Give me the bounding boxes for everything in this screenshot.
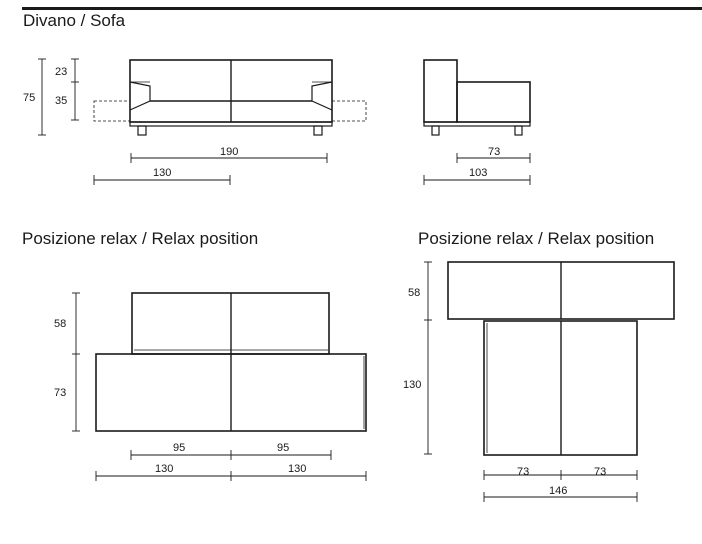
dim-130-front: 130 <box>153 167 171 179</box>
dim-35: 35 <box>55 95 67 107</box>
dim-23: 23 <box>55 66 67 78</box>
dim-95-a: 95 <box>173 442 185 454</box>
side-backrest <box>423 59 458 123</box>
dim-95-b: 95 <box>277 442 289 454</box>
side-seat <box>456 81 531 123</box>
sofa-side-view <box>423 59 531 136</box>
relax-position-left-view <box>95 292 367 432</box>
front-horizontal-dimensions <box>93 153 328 185</box>
dim-130-b: 130 <box>288 463 306 475</box>
relax-left-dimensions <box>72 292 367 481</box>
dim-103: 103 <box>469 167 487 179</box>
dim-130-a: 130 <box>155 463 173 475</box>
dim-73-a: 73 <box>517 466 529 478</box>
relax-position-right-view <box>447 261 675 456</box>
relax-right-dimensions <box>424 261 638 502</box>
dim-58-right: 58 <box>408 287 420 299</box>
dim-73-side: 73 <box>488 146 500 158</box>
relax-position-title-right: Posizione relax / Relax position <box>418 229 655 248</box>
extension-right-dashed <box>331 100 367 122</box>
relax-position-title-left: Posizione relax / Relax position <box>22 229 259 248</box>
sofa-front-view <box>93 59 367 136</box>
front-left-foot <box>137 125 147 136</box>
dim-146: 146 <box>549 485 567 497</box>
dim-73-b: 73 <box>594 466 606 478</box>
dim-73-left: 73 <box>54 387 66 399</box>
extension-left-dashed <box>93 100 131 122</box>
front-vertical-dimensions <box>38 58 79 136</box>
sofa-title: Divano / Sofa <box>23 11 126 30</box>
dim-190: 190 <box>220 146 238 158</box>
header-rule <box>22 7 702 10</box>
dim-58-left: 58 <box>54 318 66 330</box>
dim-75: 75 <box>23 92 35 104</box>
side-dimensions <box>423 153 531 185</box>
front-right-foot <box>313 125 323 136</box>
dim-130-right: 130 <box>403 379 421 391</box>
